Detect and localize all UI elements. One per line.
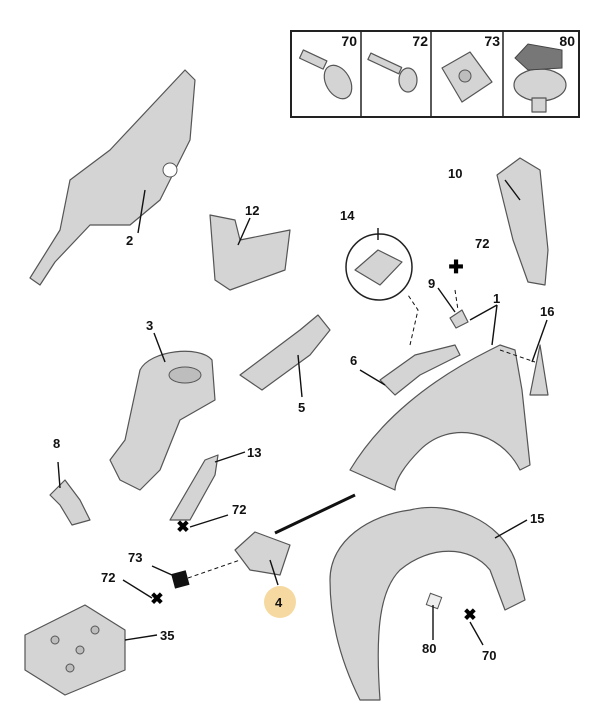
callout-80: 80 — [422, 641, 436, 656]
highlight-circle — [264, 586, 296, 618]
screw-72-marker-icon: ✖ — [150, 591, 163, 608]
part-80-clip — [425, 592, 443, 610]
callout-72: 72 — [101, 570, 115, 585]
bolt-70-marker-icon: ✖ — [463, 607, 476, 624]
callout-4: 4 — [275, 595, 283, 610]
callout-13: 13 — [247, 445, 261, 460]
part-3-inner-wheel-arch — [109, 350, 216, 491]
bolt-70-icon — [298, 49, 353, 100]
callout-2: 2 — [126, 233, 133, 248]
part-13-bracket — [169, 454, 219, 521]
screw-72-marker-icon: ✖ — [176, 519, 189, 536]
legend-label-72: 72 — [412, 33, 428, 49]
legend-label-70: 70 — [341, 33, 357, 49]
push-clip-80-icon — [513, 43, 567, 113]
callout-72: 72 — [232, 502, 246, 517]
part-2-rear-quarter-panel — [29, 69, 196, 286]
part-9-clip — [449, 309, 469, 329]
callout-10: 10 — [448, 166, 462, 181]
callout-9: 9 — [428, 276, 435, 291]
legend-label-73: 73 — [484, 33, 500, 49]
callout-35: 35 — [160, 628, 174, 643]
callout-70: 70 — [482, 648, 496, 663]
callout-5: 5 — [298, 400, 305, 415]
callout-14: 14 — [340, 208, 355, 223]
part-12-bracket — [209, 214, 291, 291]
clip-nut-73-icon — [441, 51, 493, 103]
part-6-bracket — [379, 344, 461, 396]
part-35-kit — [24, 604, 126, 696]
legend-label-80: 80 — [559, 33, 575, 49]
part-73-nut — [171, 570, 190, 589]
callout-73: 73 — [128, 550, 142, 565]
callout-1: 1 — [493, 291, 500, 306]
screw-72-icon — [367, 52, 418, 93]
part-10-seal — [496, 157, 549, 286]
part-5-rail — [239, 314, 331, 391]
callout-12: 12 — [245, 203, 259, 218]
callout-15: 15 — [530, 511, 544, 526]
part-14-detail-circle — [345, 233, 413, 301]
part-15-wheel-arch-liner — [329, 506, 526, 701]
part-1-front-wing — [349, 344, 531, 491]
screw-72-marker-icon: ✚ — [448, 257, 463, 277]
fastener-legend: 70 72 73 80 — [290, 30, 580, 118]
part-16-trim — [529, 344, 549, 396]
part-8-bracket — [49, 479, 91, 526]
callout-16: 16 — [540, 304, 554, 319]
part-4-bracket — [234, 531, 291, 576]
callout-3: 3 — [146, 318, 153, 333]
callout-6: 6 — [350, 353, 357, 368]
leader-lines — [57, 179, 548, 646]
callout-8: 8 — [53, 436, 60, 451]
callout-72: 72 — [475, 236, 489, 251]
